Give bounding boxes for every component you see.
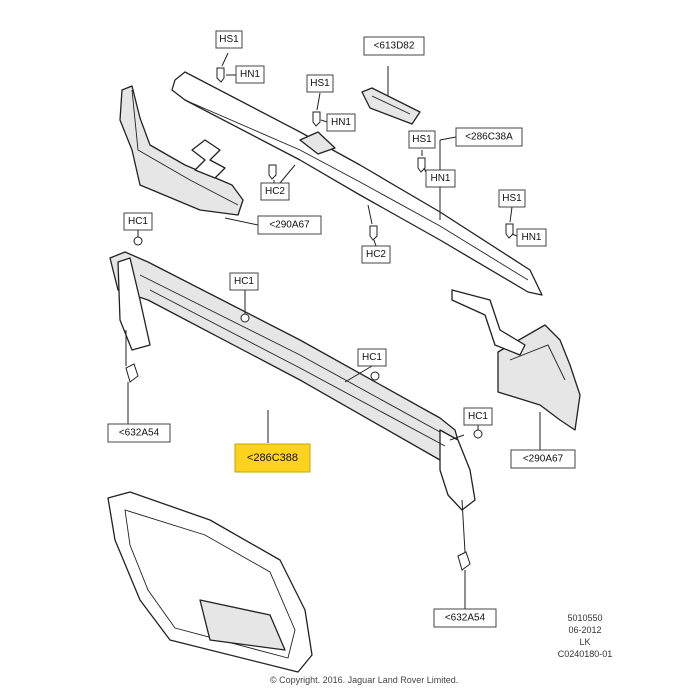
tailgate-panel xyxy=(107,491,313,673)
svg-text:HC1: HC1 xyxy=(468,411,488,422)
callout-hn1-top[interactable]: HN1 xyxy=(235,65,265,84)
callout-290a67-top[interactable]: <290A67 xyxy=(257,215,322,235)
callout-632a54-left[interactable]: <632A54 xyxy=(107,423,171,443)
callout-hc1-center[interactable]: HC1 xyxy=(357,348,387,367)
svg-text:HS1: HS1 xyxy=(412,134,432,145)
callout-286c388[interactable]: <286C388 xyxy=(234,443,311,473)
svg-text:<290A67: <290A67 xyxy=(269,220,310,231)
svg-text:<286C388: <286C388 xyxy=(247,452,298,464)
callout-hs1-mid[interactable]: HS1 xyxy=(306,74,334,93)
svg-text:HC1: HC1 xyxy=(128,216,148,227)
bracket-613d82 xyxy=(361,87,421,125)
callout-hn1-mid[interactable]: HN1 xyxy=(326,113,356,132)
loadspace-cover-panel xyxy=(109,251,476,511)
svg-text:HN1: HN1 xyxy=(240,69,260,80)
svg-text:<632A54: <632A54 xyxy=(445,613,486,624)
svg-text:HN1: HN1 xyxy=(430,173,450,184)
left-side-trim xyxy=(119,85,244,216)
callout-632a54-bottom[interactable]: <632A54 xyxy=(433,608,497,628)
svg-text:HS1: HS1 xyxy=(502,193,522,204)
callout-286c38a[interactable]: <286C38A xyxy=(455,127,523,147)
svg-text:HN1: HN1 xyxy=(331,117,351,128)
svg-text:HS1: HS1 xyxy=(310,78,330,89)
svg-text:<632A54: <632A54 xyxy=(119,428,160,439)
callout-290a67-right[interactable]: <290A67 xyxy=(510,449,576,469)
svg-text:HC2: HC2 xyxy=(366,249,386,260)
upper-trim-rail xyxy=(171,71,543,296)
svg-text:HC1: HC1 xyxy=(234,276,254,287)
drawing-number: 5010550 xyxy=(567,613,603,623)
callout-hs1-far[interactable]: HS1 xyxy=(498,189,526,208)
callout-hc1-left[interactable]: HC1 xyxy=(123,212,153,231)
svg-text:HS1: HS1 xyxy=(219,34,239,45)
svg-text:HN1: HN1 xyxy=(521,232,541,243)
svg-text:HC1: HC1 xyxy=(362,352,382,363)
callout-hs1-top[interactable]: HS1 xyxy=(215,30,243,49)
callout-613d82[interactable]: <613D82 xyxy=(363,36,425,56)
callout-hn1-far[interactable]: HN1 xyxy=(516,228,547,247)
svg-text:<286C38A: <286C38A xyxy=(465,132,513,143)
callout-hc2-mid[interactable]: HC2 xyxy=(361,245,391,264)
svg-text:<290A67: <290A67 xyxy=(523,454,564,465)
drawing-ref: C0240180-01 xyxy=(557,649,613,659)
drawing-code: LK xyxy=(579,637,591,647)
right-side-trim xyxy=(451,289,581,431)
callout-hc1-right[interactable]: HC1 xyxy=(463,407,493,426)
copyright-text: © Copyright. 2016. Jaguar Land Rover Lim… xyxy=(270,675,459,685)
leader-lines xyxy=(125,52,541,612)
svg-text:HC2: HC2 xyxy=(265,186,285,197)
callout-hs1-right[interactable]: HS1 xyxy=(408,130,436,149)
fastener-icons xyxy=(125,67,514,571)
callout-hc1-mid[interactable]: HC1 xyxy=(229,272,259,291)
callout-hn1-right[interactable]: HN1 xyxy=(425,169,456,188)
svg-text:<613D82: <613D82 xyxy=(374,41,415,52)
drawing-date: 06-2012 xyxy=(568,625,602,635)
callout-hc2-left[interactable]: HC2 xyxy=(260,182,290,201)
drawing-info: 5010550 06-2012 LK C0240180-01 xyxy=(530,612,640,660)
